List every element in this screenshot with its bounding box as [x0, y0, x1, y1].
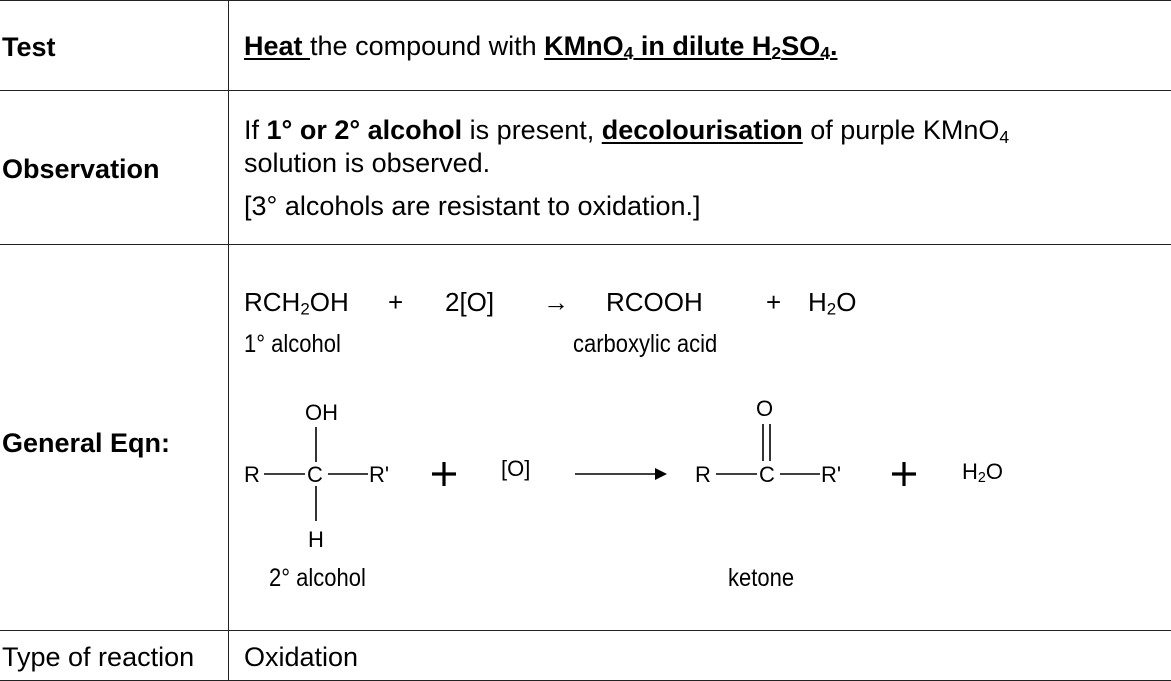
- secondary-alcohol-caption: 2° alcohol: [269, 564, 366, 592]
- r-prime-group-label: R': [821, 462, 842, 487]
- observation-line-3: [3° alcohols are resistant to oxidation.…: [244, 191, 701, 221]
- row-divider: [0, 244, 1171, 245]
- carboxylic-acid-caption: carboxylic acid: [573, 330, 718, 358]
- table-border-top: [0, 0, 1171, 1]
- primary-alcohol-caption: 1° alcohol: [244, 330, 341, 358]
- reaction-type-value: Oxidation: [244, 642, 359, 672]
- column-divider: [228, 0, 229, 681]
- test-label: Test: [2, 32, 56, 62]
- hydroxyl-label: OH: [305, 400, 338, 425]
- test-text: Heat the compound with KMnO4 in dilute H…: [244, 31, 838, 63]
- decolourisation-text: decolourisation: [601, 115, 803, 145]
- oxygen-label: O: [756, 396, 774, 421]
- water-formula: H2O: [962, 459, 1003, 487]
- row-divider: [0, 630, 1171, 631]
- plus-sign: +: [388, 287, 404, 317]
- observation-line-2: solution is observed.: [244, 148, 491, 178]
- reaction-arrow: →: [543, 287, 569, 317]
- row-divider: [0, 90, 1171, 91]
- primary-alcohol-formula: RCH2OH: [244, 287, 349, 319]
- oxidant-label: [O]: [501, 456, 531, 481]
- r-group-label: R: [695, 462, 711, 487]
- reagent-text: KMnO4 in dilute H2SO4.: [544, 31, 838, 63]
- ketone-caption: ketone: [728, 564, 795, 592]
- plus-sign: +: [766, 287, 782, 317]
- heat-text: Heat: [244, 31, 311, 61]
- water-formula: H2O: [808, 287, 857, 319]
- general-eqn-label: General Eqn:: [2, 428, 171, 458]
- r-group-label: R: [244, 462, 260, 487]
- r-prime-group-label: R': [369, 462, 390, 487]
- carbon-label: C: [307, 462, 323, 487]
- observation-line-1: If 1° or 2° alcohol is present, decolour…: [244, 115, 1010, 147]
- observation-label: Observation: [2, 154, 160, 184]
- oxidant-formula: 2[O]: [445, 287, 495, 317]
- carboxylic-acid-formula: RCOOH: [606, 287, 703, 317]
- hydrogen-label: H: [308, 527, 324, 552]
- reaction-type-label: Type of reaction: [2, 642, 195, 672]
- carbonyl-carbon-label: C: [759, 462, 775, 487]
- reaction-arrow-head: [655, 468, 667, 480]
